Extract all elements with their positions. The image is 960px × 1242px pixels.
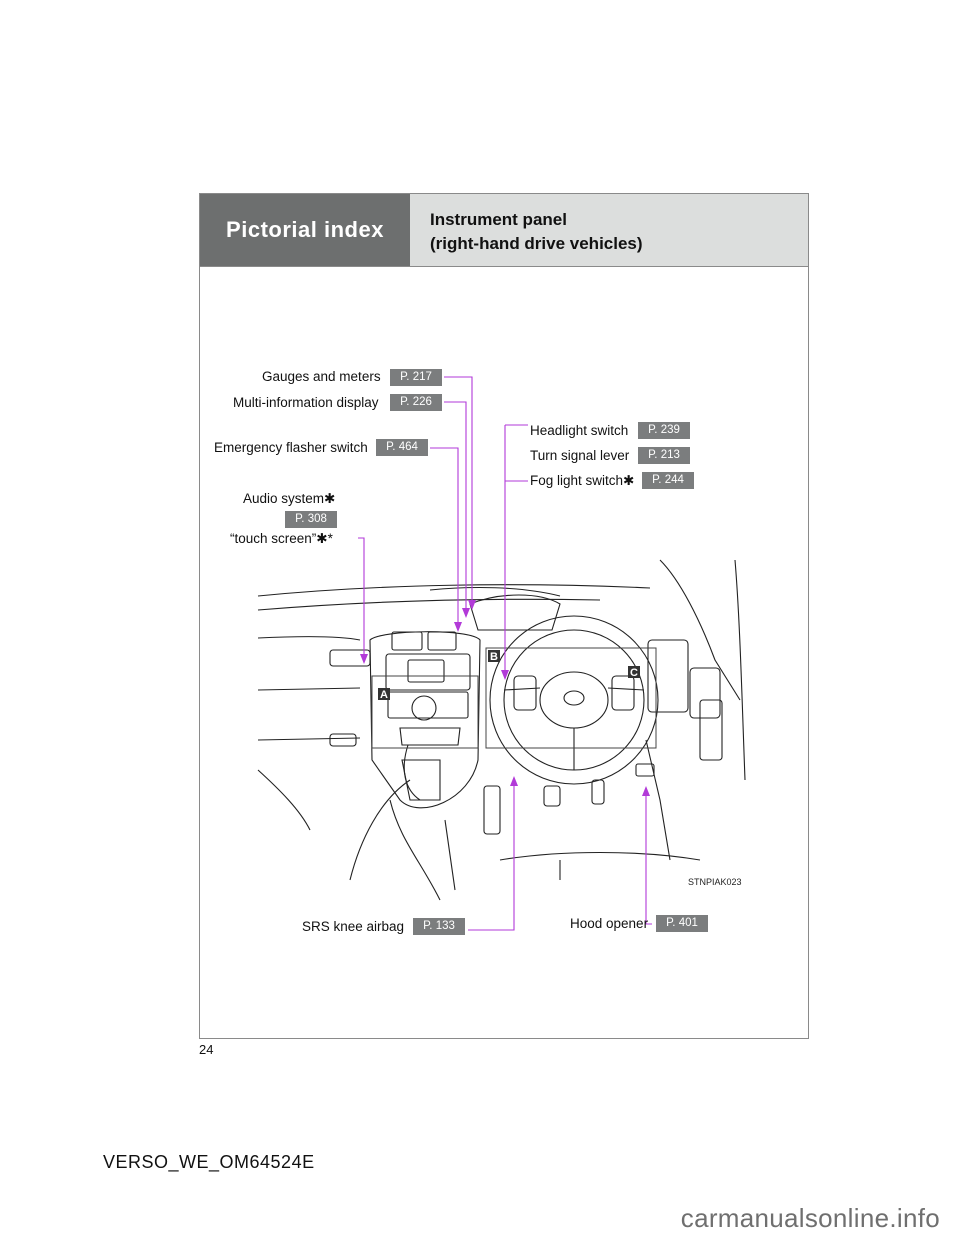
fog-light-label: Fog light switch✱: [530, 473, 635, 488]
marker-a: [378, 688, 390, 700]
audio-system-label: Audio system✱: [243, 491, 336, 506]
headlight-switch-label: Headlight switch: [530, 423, 629, 438]
hood-opener-page-badge[interactable]: P. 401: [656, 915, 708, 932]
section-title: Pictorial index: [200, 194, 410, 266]
multi-info-page-badge[interactable]: P. 226: [390, 394, 442, 411]
title-line-2: (right-hand drive vehicles): [430, 234, 643, 253]
gauges-label: Gauges and meters: [262, 369, 381, 384]
emergency-flasher-page-badge[interactable]: P. 464: [376, 439, 428, 456]
svg-text:A: A: [380, 689, 388, 701]
audio-system-page-badge[interactable]: P. 308: [285, 511, 337, 528]
fog-light-page-badge[interactable]: P. 244: [642, 472, 694, 489]
marker-b: [488, 650, 500, 662]
page-title: Instrument panel (right-hand drive vehic…: [410, 194, 808, 266]
hood-opener-label: Hood opener: [570, 916, 649, 931]
svg-text:B: B: [490, 651, 498, 663]
title-line-1: Instrument panel: [430, 210, 567, 229]
leader-lines: [358, 376, 652, 931]
illustration-code: STNPIAK023: [688, 877, 742, 887]
touch-screen-label: “touch screen”✱*: [230, 531, 333, 546]
page-frame: Pictorial index Instrument panel (right-…: [199, 193, 809, 1039]
emergency-flasher-label: Emergency flasher switch: [214, 440, 368, 455]
multi-info-label: Multi-information display: [233, 395, 379, 410]
svg-text:C: C: [630, 667, 638, 679]
arrowheads: [360, 600, 650, 796]
page-number: 24: [199, 1042, 214, 1057]
turn-signal-label: Turn signal lever: [530, 448, 630, 463]
header-divider: [200, 266, 808, 267]
watermark: carmanualsonline.info: [680, 1203, 940, 1233]
srs-knee-airbag-page-badge[interactable]: P. 133: [413, 918, 465, 935]
gauges-page-badge[interactable]: P. 217: [390, 369, 442, 386]
headlight-switch-page-badge[interactable]: P. 239: [638, 422, 690, 439]
document-code: VERSO_WE_OM64524E: [103, 1152, 315, 1172]
turn-signal-page-badge[interactable]: P. 213: [638, 447, 690, 464]
srs-knee-airbag-label: SRS knee airbag: [302, 919, 405, 934]
marker-c: [628, 666, 640, 678]
